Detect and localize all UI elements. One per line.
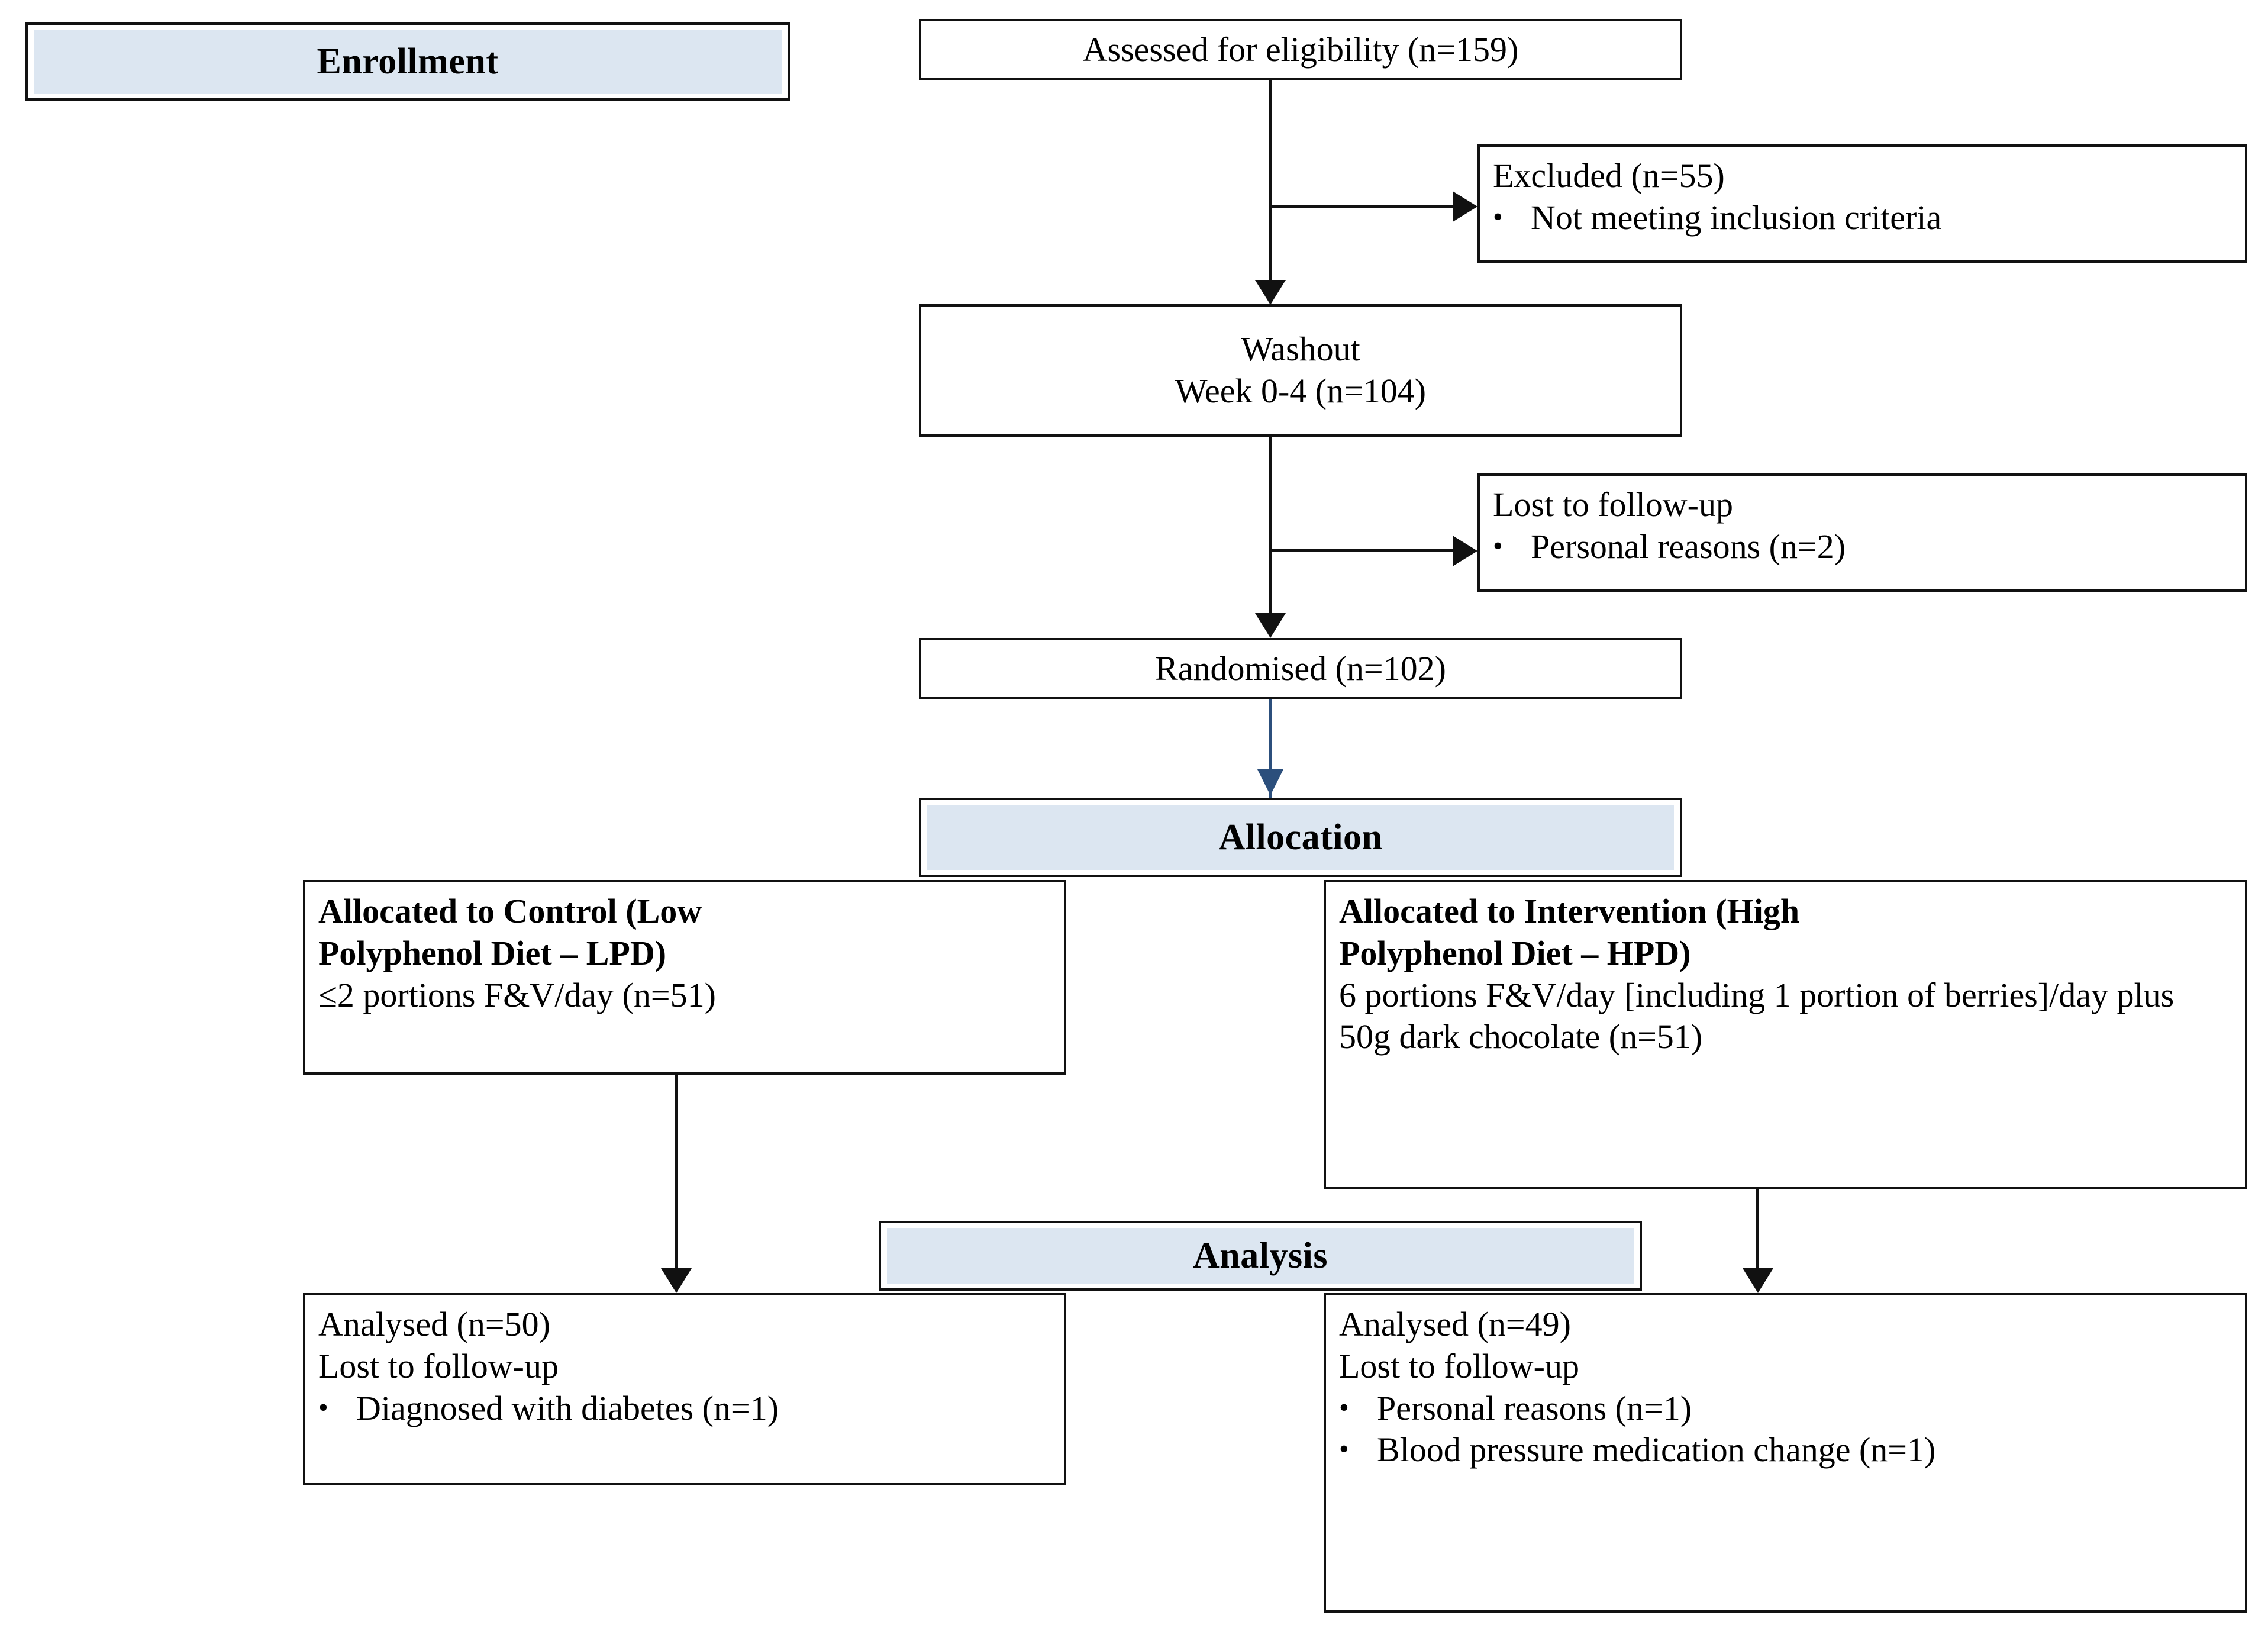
- node-analysed-control-bullet-1: • Diagnosed with diabetes (n=1): [318, 1388, 1051, 1430]
- node-allocated-control: Allocated to Control (Low Polyphenol Die…: [303, 880, 1066, 1075]
- arrowhead-assessed-to-excluded: [1453, 191, 1477, 222]
- node-analysed-intervention-line-1: Analysed (n=49): [1339, 1305, 1571, 1343]
- node-allocated-control-line-1: Allocated to Control (Low: [318, 892, 702, 930]
- arrowhead-assessed-to-washout: [1255, 280, 1286, 305]
- banner-allocation: Allocation: [919, 798, 1682, 877]
- node-assessed-for-eligibility: Assessed for eligibility (n=159): [919, 19, 1682, 80]
- node-lost-washout-heading: Lost to follow-up: [1493, 485, 1733, 524]
- bullet-icon: •: [1493, 530, 1503, 562]
- node-excluded-bullet-1: • Not meeting inclusion criteria: [1493, 197, 2232, 239]
- banner-enrollment-label: Enrollment: [317, 41, 499, 82]
- banner-enrollment: Enrollment: [25, 22, 790, 101]
- node-allocated-control-line-2: Polyphenol Diet – LPD): [318, 933, 667, 972]
- node-analysed-intervention-bullet-2-text: Blood pressure medication change (n=1): [1377, 1430, 1936, 1469]
- bullet-icon: •: [1339, 1391, 1349, 1423]
- arrowhead-randomised-to-allocation: [1257, 769, 1283, 795]
- node-allocated-control-line-3: ≤2 portions F&V/day (n=51): [318, 975, 716, 1014]
- node-excluded-heading: Excluded (n=55): [1493, 156, 1725, 195]
- banner-enrollment-fill: Enrollment: [34, 30, 782, 94]
- connector-assessed-to-washout: [1269, 80, 1272, 297]
- bullet-icon: •: [1339, 1433, 1349, 1465]
- connector-randomised-to-allocation: [1269, 699, 1272, 828]
- node-lost-to-followup-washout: Lost to follow-up • Personal reasons (n=…: [1477, 473, 2247, 592]
- node-analysed-intervention-bullet-2: • Blood pressure medication change (n=1): [1339, 1429, 2232, 1471]
- arrowhead-intervention-to-analysed: [1743, 1268, 1773, 1293]
- node-analysed-control-line-1: Analysed (n=50): [318, 1305, 550, 1343]
- node-allocated-intervention: Allocated to Intervention (High Polyphen…: [1324, 880, 2247, 1189]
- node-allocated-intervention-line-3: 6 portions F&V/day [including 1 portion …: [1339, 975, 2175, 1056]
- connector-control-to-analysed: [675, 1075, 678, 1270]
- node-analysed-control-line-2: Lost to follow-up: [318, 1346, 559, 1385]
- arrowhead-washout-to-randomised: [1255, 613, 1286, 638]
- node-allocated-intervention-line-1: Allocated to Intervention (High: [1339, 892, 1800, 930]
- banner-allocation-label: Allocation: [1218, 817, 1383, 857]
- node-analysed-intervention: Analysed (n=49) Lost to follow-up • Pers…: [1324, 1293, 2247, 1613]
- bullet-icon: •: [1493, 201, 1503, 233]
- node-lost-washout-bullet-1-text: Personal reasons (n=2): [1531, 527, 1846, 566]
- node-randomised-line-1: Randomised (n=102): [1155, 649, 1446, 688]
- node-excluded-bullet-1-text: Not meeting inclusion criteria: [1531, 198, 1942, 237]
- node-analysed-control-bullet-1-text: Diagnosed with diabetes (n=1): [356, 1388, 779, 1427]
- connector-washout-to-randomised: [1269, 437, 1272, 628]
- node-assessed-line-1: Assessed for eligibility (n=159): [1082, 30, 1519, 69]
- node-washout-line-1: Washout: [1241, 330, 1360, 369]
- banner-analysis: Analysis: [879, 1221, 1642, 1291]
- node-analysed-control: Analysed (n=50) Lost to follow-up • Diag…: [303, 1293, 1066, 1485]
- node-analysed-intervention-bullet-1: • Personal reasons (n=1): [1339, 1388, 2232, 1430]
- node-allocated-intervention-line-2: Polyphenol Diet – HPD): [1339, 933, 1691, 972]
- node-randomised: Randomised (n=102): [919, 638, 1682, 699]
- banner-analysis-fill: Analysis: [887, 1228, 1634, 1284]
- node-analysed-intervention-bullet-1-text: Personal reasons (n=1): [1377, 1388, 1692, 1427]
- connector-assessed-to-excluded: [1269, 205, 1462, 208]
- arrowhead-washout-to-lost-followup: [1453, 536, 1477, 566]
- node-excluded: Excluded (n=55) • Not meeting inclusion …: [1477, 144, 2247, 263]
- banner-analysis-label: Analysis: [1193, 1235, 1328, 1276]
- node-lost-washout-bullet-1: • Personal reasons (n=2): [1493, 526, 2232, 568]
- banner-allocation-fill: Allocation: [927, 805, 1674, 870]
- connector-intervention-to-analysed: [1756, 1189, 1759, 1270]
- arrowhead-control-to-analysed: [661, 1268, 692, 1293]
- node-washout: Washout Week 0-4 (n=104): [919, 304, 1682, 437]
- node-washout-line-2: Week 0-4 (n=104): [1175, 372, 1427, 410]
- node-analysed-intervention-line-2: Lost to follow-up: [1339, 1346, 1579, 1385]
- bullet-icon: •: [318, 1391, 328, 1423]
- connector-washout-to-lost-followup: [1269, 549, 1462, 552]
